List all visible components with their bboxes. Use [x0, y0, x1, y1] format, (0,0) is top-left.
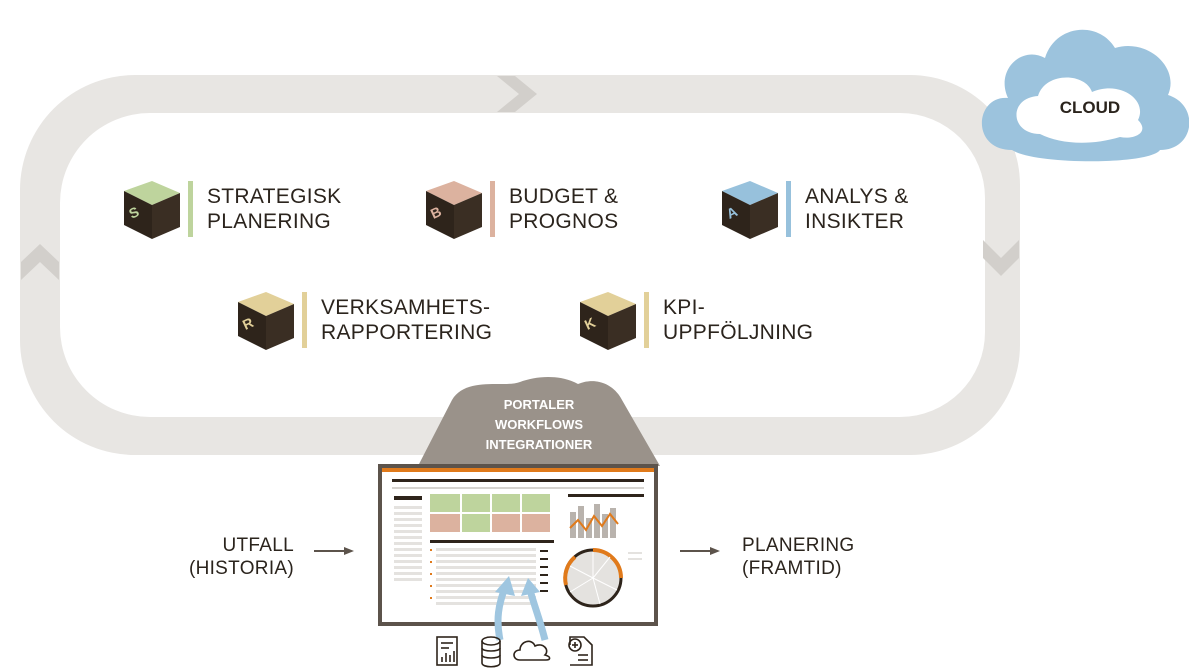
cycle-arrow-top	[497, 76, 537, 112]
module-label: BUDGET &PROGNOS	[509, 185, 619, 233]
cloud-shape: CLOUD	[981, 29, 1189, 162]
database-icon	[481, 636, 501, 668]
cube-s-icon: S	[124, 181, 180, 239]
screen-color-table	[430, 494, 550, 532]
module-kpi-uppfoljning: K KPI-UPPFÖLJNING	[568, 288, 813, 352]
module-color-bar	[188, 181, 193, 237]
module-color-bar	[302, 292, 307, 348]
portal-label-3: INTEGRATIONER	[486, 437, 593, 452]
module-analys-insikter: A ANALYS &INSIKTER	[710, 177, 909, 241]
input-label: UTFALL(HISTORIA)	[188, 535, 294, 579]
portal-label-2: WORKFLOWS	[495, 417, 583, 432]
module-label: KPI-UPPFÖLJNING	[663, 296, 814, 344]
cube-r-icon: R	[238, 292, 294, 350]
cloud-icon	[513, 640, 551, 661]
screen-mini-pie	[563, 548, 623, 608]
screen-accent-bar	[382, 468, 654, 472]
document-add-icon	[568, 636, 593, 666]
module-color-bar	[786, 181, 791, 237]
cycle-arrow-right	[983, 240, 1019, 276]
portal-mound: PORTALER WORKFLOWS INTEGRATIONER	[418, 377, 660, 466]
portal-label-1: PORTALER	[504, 397, 575, 412]
module-budget-prognos: B BUDGET &PROGNOS	[414, 177, 618, 241]
screen-nav-list	[394, 506, 422, 581]
upload-arrows	[494, 576, 549, 641]
output-arrow	[680, 547, 720, 555]
dashboard-screen	[378, 464, 658, 641]
cube-b-icon: B	[426, 181, 482, 239]
module-verksamhetsrapportering: R VERKSAMHETS-RAPPORTERING	[226, 288, 492, 352]
module-label: ANALYS &INSIKTER	[805, 185, 909, 233]
module-label: VERKSAMHETS-RAPPORTERING	[321, 296, 493, 344]
cube-a-icon: A	[722, 181, 778, 239]
cloud-label: CLOUD	[1060, 98, 1120, 117]
output-label: PLANERING(FRAMTID)	[742, 535, 855, 579]
cycle-loop	[20, 75, 1020, 455]
cycle-arrow-left	[21, 244, 59, 280]
report-icon	[436, 636, 458, 666]
input-arrow	[314, 547, 354, 555]
cube-k-icon: K	[580, 292, 636, 350]
module-color-bar	[644, 292, 649, 348]
screen-data-table	[436, 548, 536, 605]
module-color-bar	[490, 181, 495, 237]
